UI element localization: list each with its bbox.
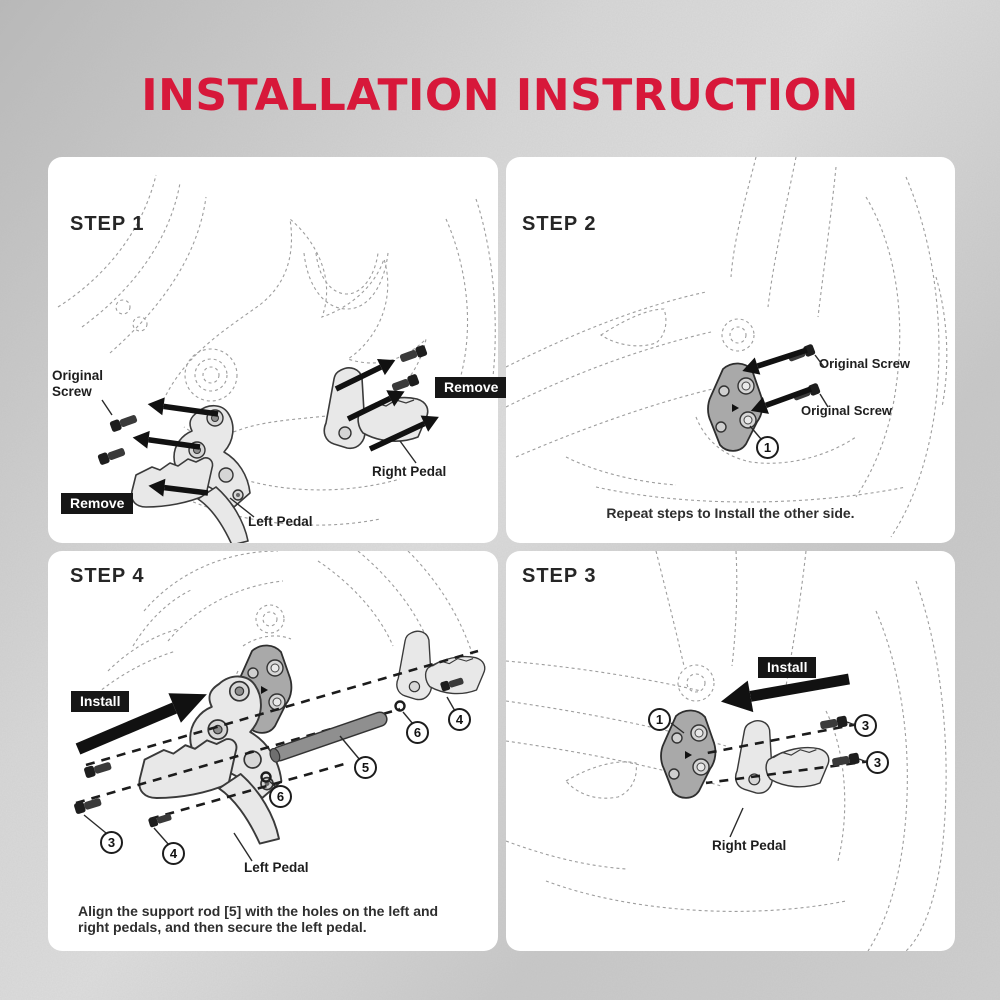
o-ring <box>394 700 406 712</box>
install-arrow <box>720 673 850 713</box>
step1-diagram <box>57 174 496 543</box>
step4-panel: STEP 4 Install 3 4 6 5 6 4 Left Pedal Al… <box>48 551 498 951</box>
left-pedal-label: Left Pedal <box>248 514 313 529</box>
caption-line2: right pedals, and then secure the left p… <box>78 919 367 935</box>
callout-4: 4 <box>162 842 185 865</box>
remove-arrow <box>334 358 396 392</box>
callout-1: 1 <box>648 708 671 731</box>
install-arrow <box>75 693 207 755</box>
remove-arrow <box>147 397 219 417</box>
adapter-plate <box>660 709 717 799</box>
frame-line-art <box>87 551 474 734</box>
remove-arrow <box>346 390 405 422</box>
step3-heading: STEP 3 <box>522 565 597 587</box>
left-pedal-assembly <box>130 404 251 543</box>
screw-icon <box>148 813 172 828</box>
step2-caption: Repeat steps to Install the other side. <box>606 505 855 521</box>
step3-panel: STEP 3 Install 1 3 3 Right Pedal <box>506 551 955 951</box>
remove-badge: Remove <box>61 493 134 514</box>
callout-1: 1 <box>756 436 779 459</box>
screw-icon <box>820 715 848 730</box>
screw-icon <box>440 677 464 692</box>
screw-icon <box>74 798 102 814</box>
callout-6: 6 <box>269 785 292 808</box>
step1-heading: STEP 1 <box>70 213 145 235</box>
frame-line-art <box>506 157 948 538</box>
page-title: INSTALLATION INSTRUCTION <box>141 70 859 121</box>
remove-arrow <box>368 415 439 452</box>
step2-heading: STEP 2 <box>522 213 597 235</box>
install-arrow <box>742 347 808 375</box>
screw-icon <box>399 345 428 362</box>
support-rod <box>269 711 388 763</box>
install-badge: Install <box>71 691 130 712</box>
right-pedal-label: Right Pedal <box>372 464 447 479</box>
callout-3: 3 <box>100 831 123 854</box>
step3-diagram <box>506 551 947 951</box>
remove-badge: Remove <box>435 377 508 398</box>
install-arrow <box>750 386 812 414</box>
screw-icon <box>84 762 112 778</box>
right-pedal-label: Right Pedal <box>712 838 787 853</box>
callout-3: 3 <box>866 751 889 774</box>
install-badge: Install <box>758 657 817 678</box>
original-screw-label: Original Screw <box>819 356 911 371</box>
screw-icon <box>832 752 860 767</box>
left-pedal-assembly <box>138 675 283 845</box>
step2-diagram <box>506 157 948 538</box>
screw-icon <box>391 374 420 391</box>
original-screw-label: Original Screw <box>801 403 893 418</box>
callout-6: 6 <box>406 721 429 744</box>
left-pedal-label: Left Pedal <box>244 860 309 875</box>
step4-heading: STEP 4 <box>70 565 145 587</box>
right-pedal-assembly <box>734 720 830 794</box>
step4-caption: Align the support rod [5] with the holes… <box>78 903 438 935</box>
o-ring <box>260 771 272 783</box>
right-pedal-assembly <box>396 630 486 701</box>
caption-line1: Align the support rod [5] with the holes… <box>78 903 439 919</box>
callout-5: 5 <box>354 756 377 779</box>
screw-icon <box>109 415 138 432</box>
adapter-plate <box>707 362 764 452</box>
step4-diagram <box>74 551 486 862</box>
step1-panel: STEP 1 Original Screw Remove Remove Left… <box>48 157 508 543</box>
remove-arrow <box>132 430 201 450</box>
adapter-plate <box>236 644 293 734</box>
remove-arrow <box>148 478 209 497</box>
callout-4: 4 <box>448 708 471 731</box>
step2-panel: STEP 2 Original Screw Original Screw 1 R… <box>506 157 955 543</box>
screw-icon <box>97 448 126 465</box>
original-screw-label: Original Screw <box>52 368 104 399</box>
callout-3: 3 <box>854 714 877 737</box>
